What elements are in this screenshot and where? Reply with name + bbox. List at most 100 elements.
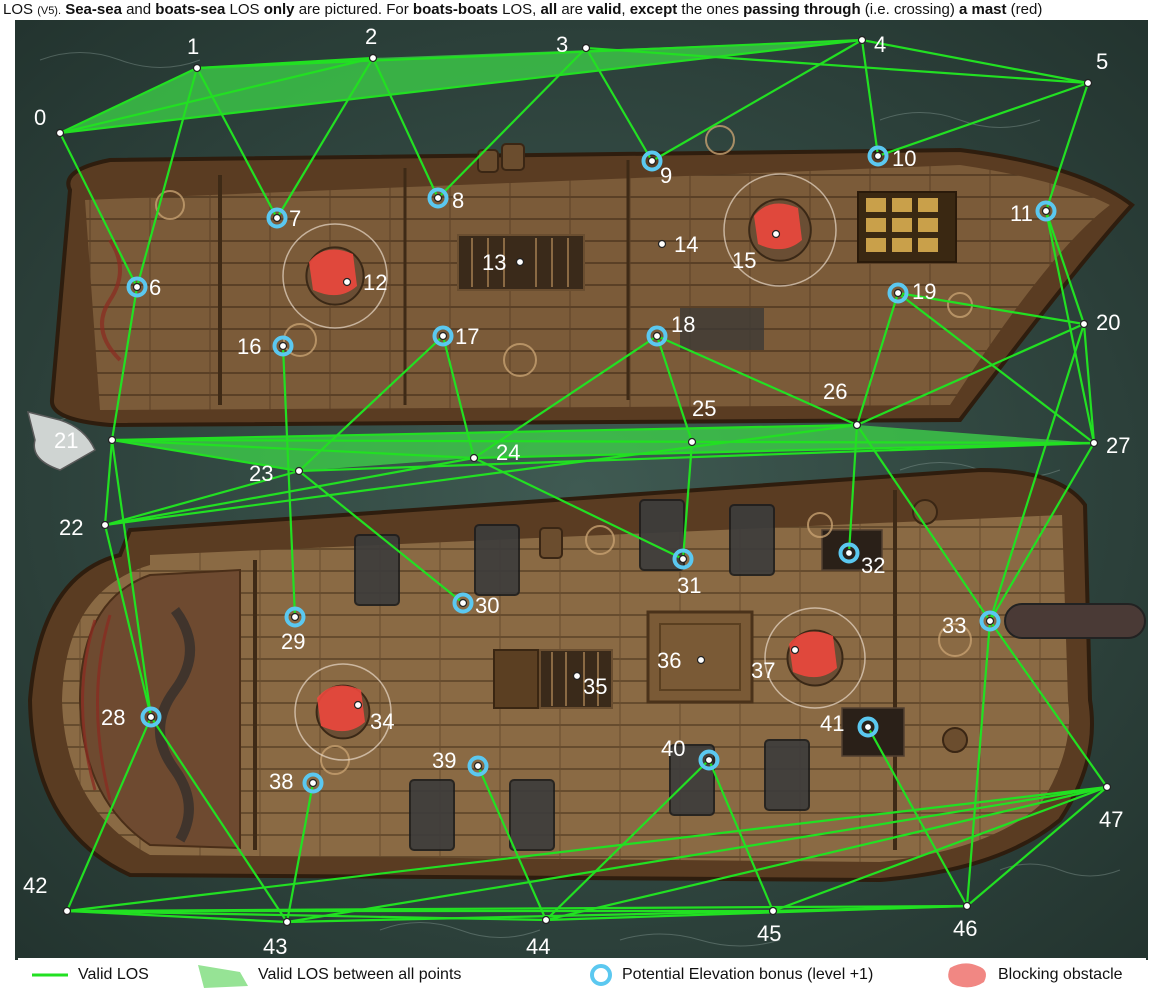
point-marker (706, 757, 713, 764)
title-text: (i.e. crossing) (861, 1, 959, 18)
point-label: 45 (757, 921, 781, 946)
point-label: 26 (823, 379, 847, 404)
point-marker (659, 241, 666, 248)
map-canvas: 0123456789101112131415161718192021222324… (0, 20, 1163, 960)
point-marker (543, 917, 550, 924)
legend-label-valid-area: Valid LOS between all points (258, 966, 461, 984)
point-marker (284, 919, 291, 926)
point-label: 9 (660, 163, 672, 188)
point-marker (987, 618, 994, 625)
point-label: 32 (861, 553, 885, 578)
legend-item-valid-area: Valid LOS between all points (196, 958, 461, 992)
point-marker (64, 908, 71, 915)
title-text: LOS (225, 1, 263, 18)
point-marker (274, 215, 281, 222)
point-marker (435, 195, 442, 202)
valid-area-icon (196, 960, 250, 990)
title-bold: except (630, 1, 678, 18)
point-label: 21 (54, 428, 78, 453)
point-marker (773, 231, 780, 238)
legend-item-elevation: Potential Elevation bonus (level +1) (588, 958, 873, 992)
point-label: 0 (34, 105, 46, 130)
point-marker (865, 724, 872, 731)
point-label: 4 (874, 32, 886, 57)
point-label: 44 (526, 934, 550, 959)
point-label: 43 (263, 934, 287, 959)
point-marker (583, 45, 590, 52)
point-label: 7 (289, 206, 301, 231)
point-label: 40 (661, 736, 685, 761)
point-label: 37 (751, 658, 775, 683)
title-prefix: LOS (3, 1, 33, 18)
point-marker (649, 158, 656, 165)
title-text: the ones (677, 1, 743, 18)
point-marker (292, 614, 299, 621)
title-version: (V5). (37, 5, 61, 17)
point-label: 18 (671, 312, 695, 337)
point-marker (854, 422, 861, 429)
point-label: 39 (432, 748, 456, 773)
los-point: 19 (890, 279, 937, 304)
point-marker (1091, 440, 1098, 447)
title-bold: passing through (743, 1, 861, 18)
legend-label-elevation: Potential Elevation bonus (level +1) (622, 966, 873, 984)
point-marker (792, 647, 799, 654)
point-marker (355, 702, 362, 709)
point-label: 31 (677, 573, 701, 598)
point-label: 24 (496, 440, 520, 465)
point-label: 34 (370, 709, 394, 734)
valid-los-line-icon (30, 969, 70, 981)
point-label: 30 (475, 593, 499, 618)
point-marker (1043, 208, 1050, 215)
point-label: 47 (1099, 807, 1123, 832)
elevation-ring-icon (588, 962, 614, 988)
point-marker (1081, 321, 1088, 328)
point-marker (310, 780, 317, 787)
point-marker (689, 439, 696, 446)
title-text: are pictured. For (295, 1, 413, 18)
title-text: (red) (1007, 1, 1043, 18)
point-marker (102, 522, 109, 529)
point-label: 46 (953, 916, 977, 941)
point-label: 1 (187, 34, 199, 59)
point-label: 38 (269, 769, 293, 794)
point-marker (57, 130, 64, 137)
point-marker (344, 279, 351, 286)
point-marker (698, 657, 705, 664)
title-bold: a mast (959, 1, 1007, 18)
point-marker (574, 673, 581, 680)
legend-label-blocking: Blocking obstacle (998, 966, 1123, 984)
point-label: 10 (892, 146, 916, 171)
point-marker (1085, 80, 1092, 87)
point-label: 22 (59, 515, 83, 540)
point-label: 2 (365, 24, 377, 49)
point-label: 14 (674, 232, 698, 257)
legend-item-blocking: Blocking obstacle (944, 958, 1123, 992)
point-marker (134, 284, 141, 291)
point-marker (964, 903, 971, 910)
point-label: 8 (452, 188, 464, 213)
point-marker (770, 908, 777, 915)
point-label: 23 (249, 461, 273, 486)
title-bold: Sea-sea (65, 1, 122, 18)
point-marker (109, 437, 116, 444)
point-label: 28 (101, 705, 125, 730)
title-bold: all (540, 1, 557, 18)
point-label: 12 (363, 270, 387, 295)
point-marker (370, 55, 377, 62)
point-marker (194, 65, 201, 72)
title-text: and (122, 1, 155, 18)
point-marker (654, 333, 661, 340)
point-marker (475, 763, 482, 770)
point-marker (460, 600, 467, 607)
title-text: LOS, (498, 1, 541, 18)
point-marker (517, 259, 524, 266)
title-bold: boats-sea (155, 1, 225, 18)
point-marker (296, 468, 303, 475)
title-text: , (621, 1, 629, 18)
point-label: 13 (482, 250, 506, 275)
page-title: LOS (V5). Sea-sea and boats-sea LOS only… (0, 0, 1163, 20)
legend-item-valid-los: Valid LOS (30, 958, 149, 992)
point-label: 15 (732, 248, 756, 273)
point-marker (859, 37, 866, 44)
